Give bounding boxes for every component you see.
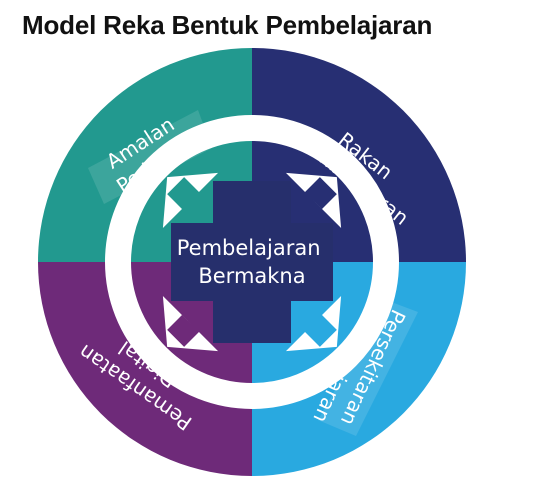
center-cross <box>171 181 333 343</box>
center-label-line2: Bermakna <box>198 264 305 288</box>
outer-ring <box>105 115 399 409</box>
center-label: Pembelajaran Bermakna <box>177 236 327 288</box>
center-label-line1: Pembelajaran <box>177 236 321 260</box>
arrow-inward-bottom-left <box>285 295 342 352</box>
arrow-inward-top-right <box>162 172 219 229</box>
page-title: Model Reka Bentuk Pembelajaran <box>22 10 433 40</box>
